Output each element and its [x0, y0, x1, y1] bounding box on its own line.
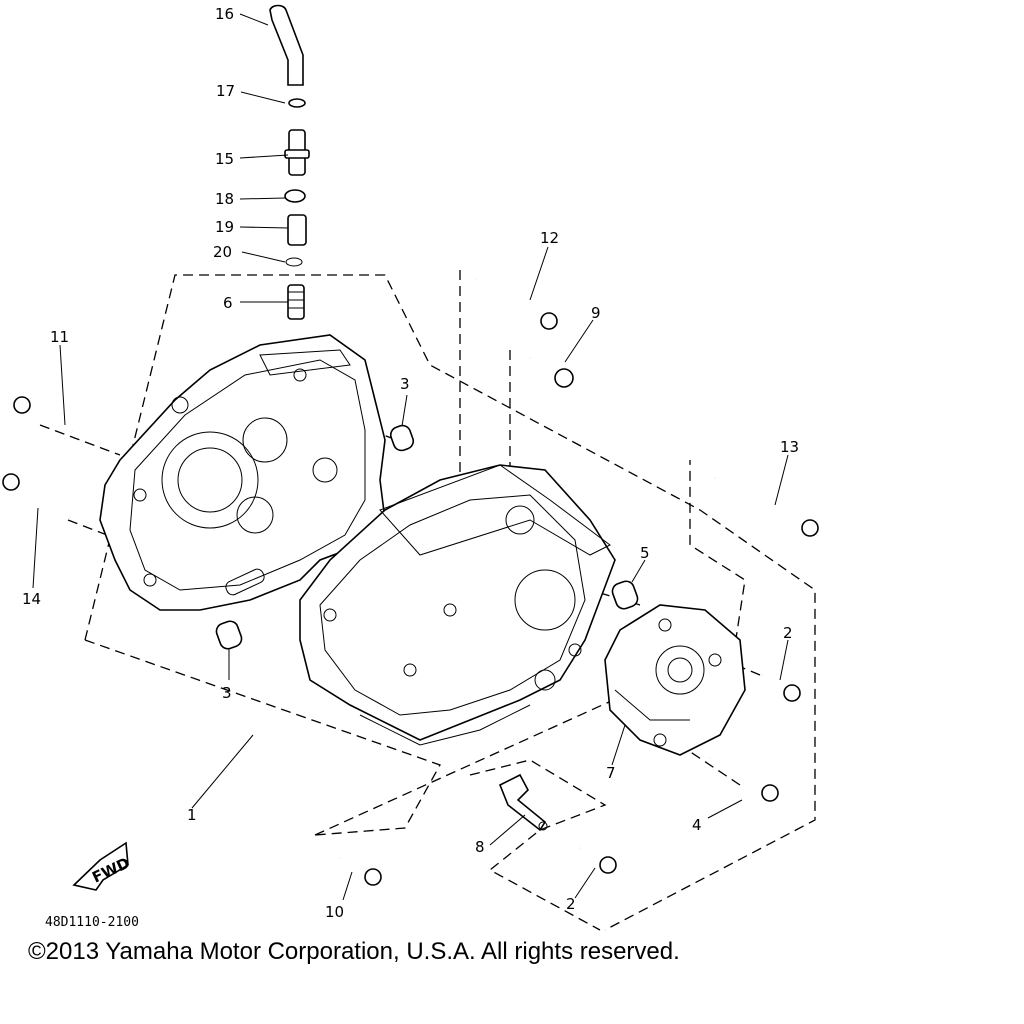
leader-lines — [32, 13, 789, 901]
bolt-13 — [714, 476, 819, 537]
callout-15: 15 — [215, 150, 234, 168]
callout-3-upper: 3 — [400, 375, 410, 393]
dowel-5 — [611, 580, 639, 610]
callout-19: 19 — [215, 218, 234, 236]
callout-18: 18 — [215, 190, 234, 208]
bolt-14 — [2, 473, 72, 520]
dowel-3-upper — [389, 424, 415, 452]
callout-14: 14 — [22, 590, 41, 608]
bracket-8 — [498, 773, 548, 832]
callout-2-upper: 2 — [783, 624, 793, 642]
callout-labels: 16 17 15 18 19 20 6 11 14 12 9 3 3 13 5 … — [22, 5, 799, 921]
dowel-3-lower — [215, 620, 243, 650]
part-7-cover — [604, 604, 746, 756]
bolt-9 — [529, 356, 574, 388]
callout-13: 13 — [780, 438, 799, 456]
bolt-4 — [708, 756, 779, 802]
callout-16: 16 — [215, 5, 234, 23]
bolt-12 — [474, 278, 558, 330]
right-crankcase-half — [299, 464, 616, 746]
callout-10: 10 — [325, 903, 344, 921]
callout-17: 17 — [216, 82, 235, 100]
callout-7: 7 — [606, 764, 616, 782]
part-code: 48D1110-2100 — [45, 915, 139, 930]
fwd-arrow-icon: FWD — [72, 841, 132, 891]
bolt-2-lower — [578, 846, 617, 874]
bolt-11 — [13, 396, 73, 434]
copyright-notice: ©2013 Yamaha Motor Corporation, U.S.A. A… — [28, 938, 680, 965]
bolt-10 — [339, 856, 382, 886]
callout-3-lower: 3 — [222, 684, 232, 702]
left-crankcase-half — [99, 334, 386, 611]
callout-4: 4 — [692, 816, 702, 834]
callout-2-lower: 2 — [566, 895, 576, 913]
callout-6: 6 — [223, 294, 233, 312]
callout-8: 8 — [475, 838, 485, 856]
callout-12: 12 — [540, 229, 559, 247]
callout-11: 11 — [50, 328, 69, 346]
callout-9: 9 — [591, 304, 601, 322]
callout-20: 20 — [213, 243, 232, 261]
callout-5: 5 — [640, 544, 650, 562]
breather-stack — [269, 4, 310, 320]
bolt-2-upper — [761, 673, 801, 702]
callout-1: 1 — [187, 806, 197, 824]
